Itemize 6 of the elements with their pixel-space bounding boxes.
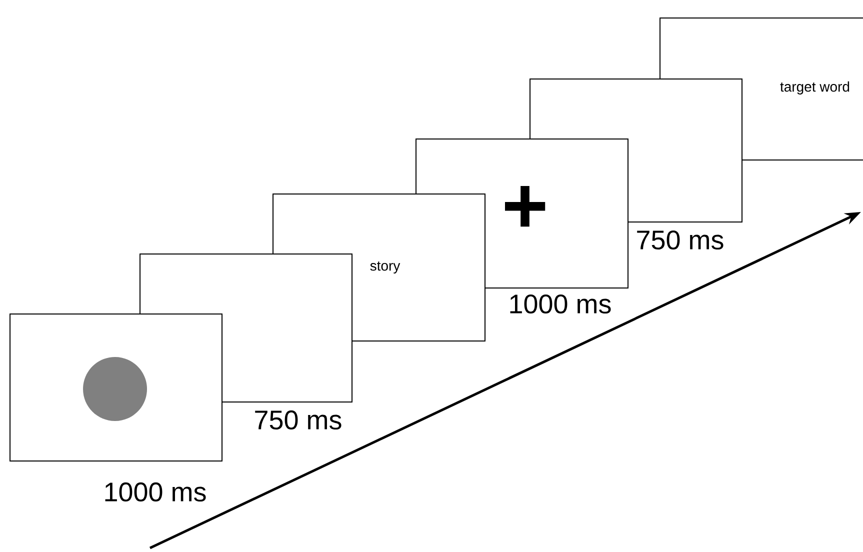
screen-box	[10, 314, 222, 462]
duration-label: 1000 ms	[510, 294, 611, 314]
duration-label: 750 ms	[255, 410, 342, 430]
stimulus-circle	[83, 357, 147, 421]
duration-label: 750 ms	[637, 230, 724, 250]
duration-label: 1000 ms	[105, 482, 206, 502]
